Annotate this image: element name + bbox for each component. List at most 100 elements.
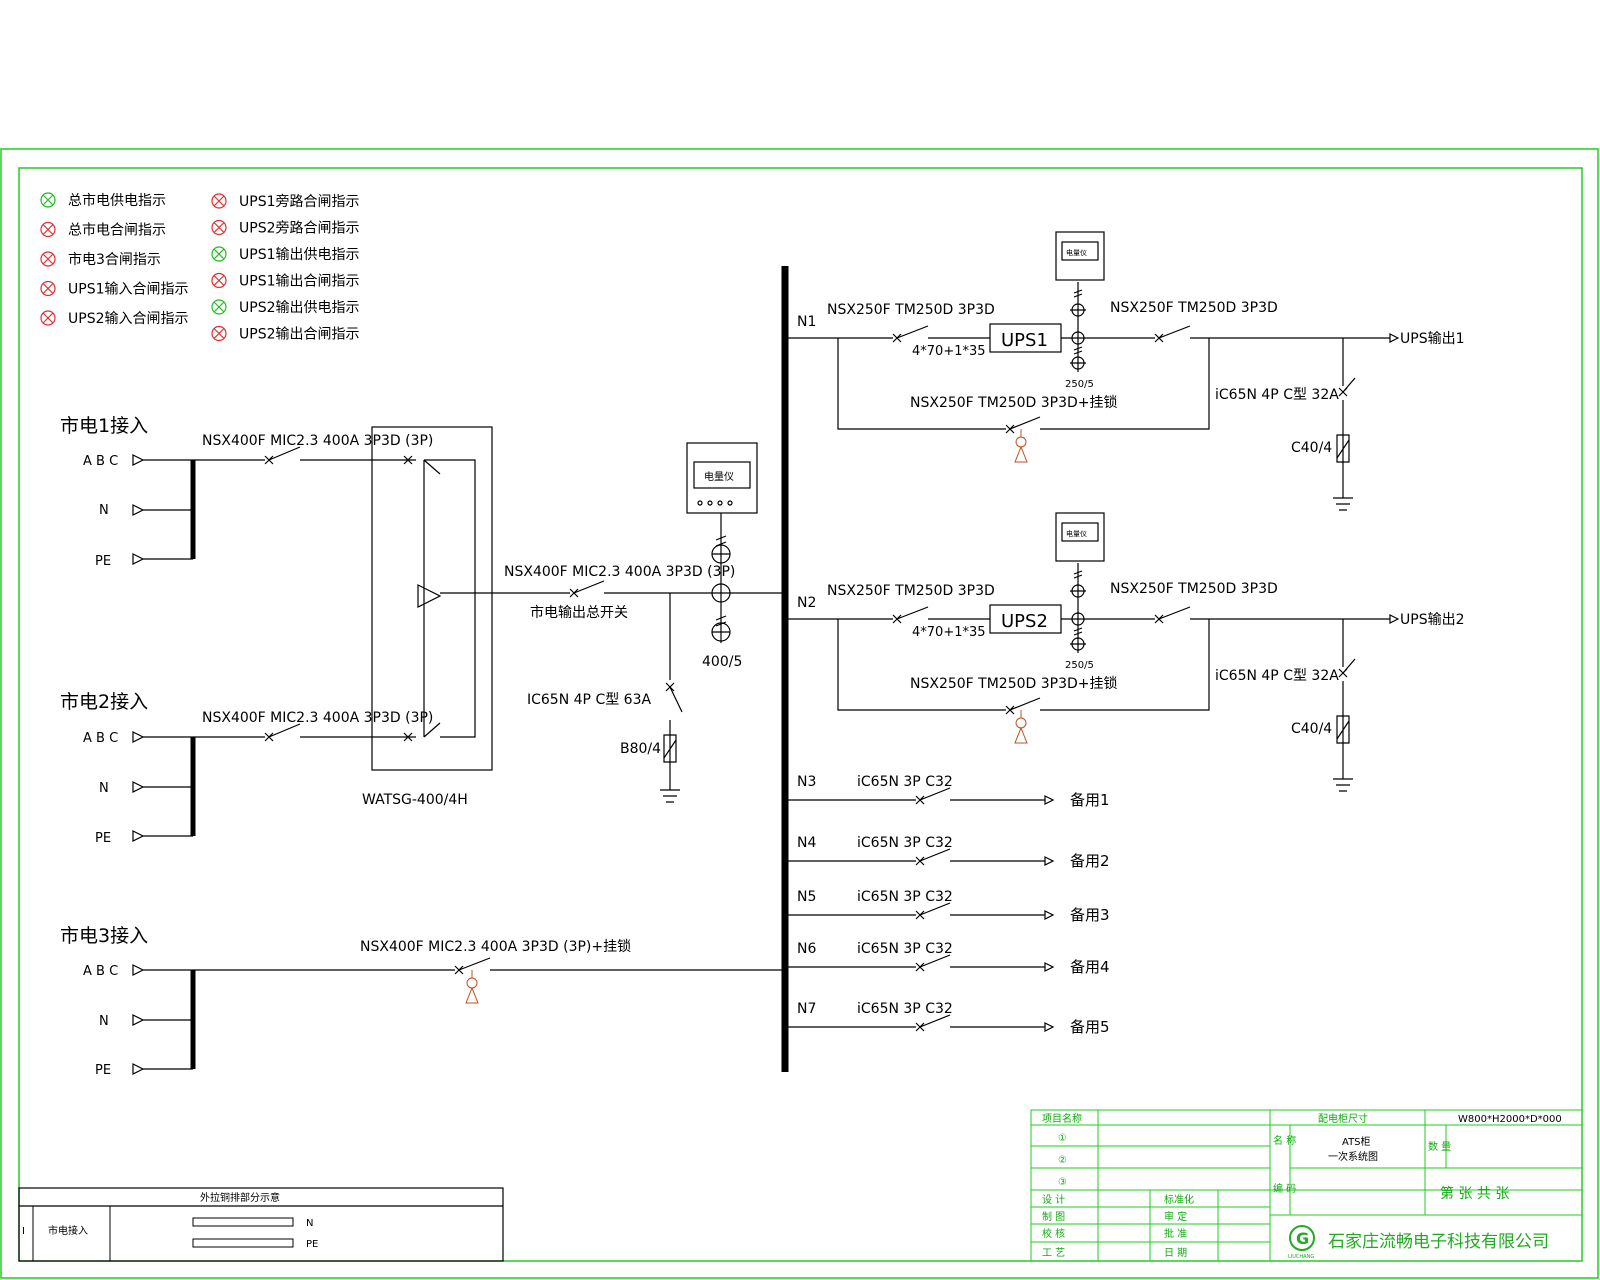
ups-output-breaker: NSX250F TM250D 3P3D xyxy=(1110,300,1278,316)
legend-right: UPS1旁路合闸指示UPS2旁路合闸指示UPS1输出供电指示UPS1输出合闸指示… xyxy=(211,193,359,343)
legend-indicator-icon xyxy=(211,219,227,236)
spare-branch-1: N3 iC65N 3P C32 备用1 xyxy=(785,774,1110,809)
tb-name: ATS柜 xyxy=(1342,1135,1371,1148)
branch-number: N7 xyxy=(797,1001,816,1017)
tb-draw: 制 图 xyxy=(1042,1210,1065,1223)
input-1-n: N xyxy=(99,503,109,518)
ups-input-breaker: NSX250F TM250D 3P3D xyxy=(827,583,995,599)
input-1-abc: A B C xyxy=(83,454,118,469)
input-1-pe: PE xyxy=(95,554,111,569)
main-switch-label: 市电输出总开关 xyxy=(530,604,628,621)
tb-cabinet-size-label: 配电柜尺寸 xyxy=(1318,1112,1368,1125)
legend-indicator-icon xyxy=(40,280,56,297)
spare-label: 备用5 xyxy=(1070,1018,1110,1036)
tb-review: 审 定 xyxy=(1164,1210,1187,1223)
main-spd-breaker: IC65N 4P C型 63A xyxy=(527,692,651,708)
ups-spd-breaker: iC65N 4P C型 32A xyxy=(1215,387,1339,403)
busbar-sketch-index: I xyxy=(22,1226,25,1237)
tb-name2: 一次系统图 xyxy=(1328,1150,1378,1163)
tb-qty-label: 数 量 xyxy=(1428,1140,1451,1153)
tb-logo-text: LIUCHANG xyxy=(1288,1254,1314,1260)
legend-label: UPS2旁路合闸指示 xyxy=(239,220,359,237)
input-2: 市电2接入 A B C N PE NSX400F MIC2.3 400A 3P3… xyxy=(60,691,433,846)
legend-left: 总市电供电指示总市电合闸指示市电3合闸指示UPS1输入合闸指示UPS2输入合闸指… xyxy=(40,192,188,327)
ups-output-label: UPS输出2 xyxy=(1400,612,1464,628)
busbar-sketch-n: N xyxy=(306,1218,313,1229)
legend-indicator-icon xyxy=(40,221,56,238)
tb-company: 石家庄流畅电子科技有限公司 xyxy=(1328,1232,1549,1252)
branch-number: N6 xyxy=(797,941,816,957)
input-1-breaker: NSX400F MIC2.3 400A 3P3D (3P) xyxy=(202,433,433,449)
ups-cable: 4*70+1*35 xyxy=(912,344,986,359)
spare-branch-2: N4 iC65N 3P C32 备用2 xyxy=(785,835,1110,870)
legend-label: UPS2输出合闸指示 xyxy=(239,327,359,343)
spare-label: 备用4 xyxy=(1070,958,1110,976)
branch-number: N4 xyxy=(797,835,816,851)
ups-spd-breaker: iC65N 4P C型 32A xyxy=(1215,668,1339,684)
tb-sheet: 第 张 共 张 xyxy=(1440,1185,1509,1202)
tb-craft: 工 艺 xyxy=(1042,1247,1065,1259)
branch-number: N1 xyxy=(797,314,816,330)
ups-meter-label: 电量仪 xyxy=(1066,529,1087,538)
ats-switch: WATSG-400/4H xyxy=(362,426,493,808)
legend-label: UPS2输出供电指示 xyxy=(239,300,359,316)
drawing-frame xyxy=(0,148,1599,1279)
spare-breaker: iC65N 3P C32 xyxy=(857,835,953,851)
spare-label: 备用2 xyxy=(1070,852,1110,870)
tb-cabinet-size: W800*H2000*D*000 xyxy=(1458,1114,1562,1125)
ups-input-breaker: NSX250F TM250D 3P3D xyxy=(827,302,995,318)
title-block-text: 项目名称 配电柜尺寸 W800*H2000*D*000 ① ② ③ 名 称 AT… xyxy=(1042,1112,1562,1260)
input-3-abc: A B C xyxy=(83,964,118,979)
logo-icon: G xyxy=(1296,1229,1309,1248)
spare-breaker: iC65N 3P C32 xyxy=(857,1001,953,1017)
tb-standard: 标准化 xyxy=(1164,1193,1194,1206)
branch-number: N3 xyxy=(797,774,816,790)
ups-output-label: UPS输出1 xyxy=(1400,331,1464,347)
legend-indicator-icon xyxy=(40,192,56,208)
tb-name-label: 名 称 xyxy=(1273,1134,1296,1147)
legend-indicator-icon xyxy=(40,251,56,267)
tb-c2: ② xyxy=(1058,1155,1067,1166)
legend-label: UPS1旁路合闸指示 xyxy=(239,193,359,210)
legend-label: 总市电合闸指示 xyxy=(68,222,166,239)
ups-meter-label: 电量仪 xyxy=(1066,248,1087,257)
input-3-breaker: NSX400F MIC2.3 400A 3P3D (3P)+挂锁 xyxy=(360,939,631,955)
input-2-title: 市电2接入 xyxy=(60,691,148,713)
spare-breaker: iC65N 3P C32 xyxy=(857,774,953,790)
tb-approve: 批 准 xyxy=(1164,1227,1187,1240)
input-1-title: 市电1接入 xyxy=(60,415,148,437)
main-breaker-label: NSX400F MIC2.3 400A 3P3D (3P) xyxy=(504,564,735,580)
legend-label: UPS1输出供电指示 xyxy=(239,247,359,263)
legend-label: UPS2输入合闸指示 xyxy=(68,311,188,327)
input-2-breaker: NSX400F MIC2.3 400A 3P3D (3P) xyxy=(202,710,433,726)
main-ct-label: 400/5 xyxy=(702,654,742,670)
ups-ct-label: 250/5 xyxy=(1065,379,1094,390)
spare-breaker: iC65N 3P C32 xyxy=(857,941,953,957)
ups-output-breaker: NSX250F TM250D 3P3D xyxy=(1110,581,1278,597)
input-3-n: N xyxy=(99,1014,109,1029)
spare-breaker: iC65N 3P C32 xyxy=(857,889,953,905)
branch-number: N5 xyxy=(797,889,816,905)
legend-indicator-icon xyxy=(40,310,56,326)
tb-c1: ① xyxy=(1058,1133,1067,1144)
input-1: 市电1接入 A B C N PE NSX400F MIC2.3 400A 3P3… xyxy=(60,415,433,569)
tb-check: 校 核 xyxy=(1042,1227,1065,1240)
legend-indicator-icon xyxy=(211,246,227,262)
busbar-sketch-box: 外拉铜排部分示意 I 市电接入 N PE xyxy=(18,1187,504,1262)
input-2-abc: A B C xyxy=(83,731,118,746)
input-3-pe: PE xyxy=(95,1063,111,1078)
ups-bypass-breaker: NSX250F TM250D 3P3D+挂锁 xyxy=(910,676,1118,692)
tb-date: 日 期 xyxy=(1164,1247,1187,1259)
ups-label: UPS2 xyxy=(1001,611,1048,632)
ups-label: UPS1 xyxy=(1001,330,1048,351)
spare-label: 备用1 xyxy=(1070,791,1110,809)
busbar-sketch-title: 外拉铜排部分示意 xyxy=(200,1191,280,1204)
legend-label: 总市电供电指示 xyxy=(68,192,166,209)
legend-indicator-icon xyxy=(211,193,227,209)
main-spd-label: B80/4 xyxy=(620,741,661,757)
legend-label: UPS1输入合闸指示 xyxy=(68,282,188,298)
